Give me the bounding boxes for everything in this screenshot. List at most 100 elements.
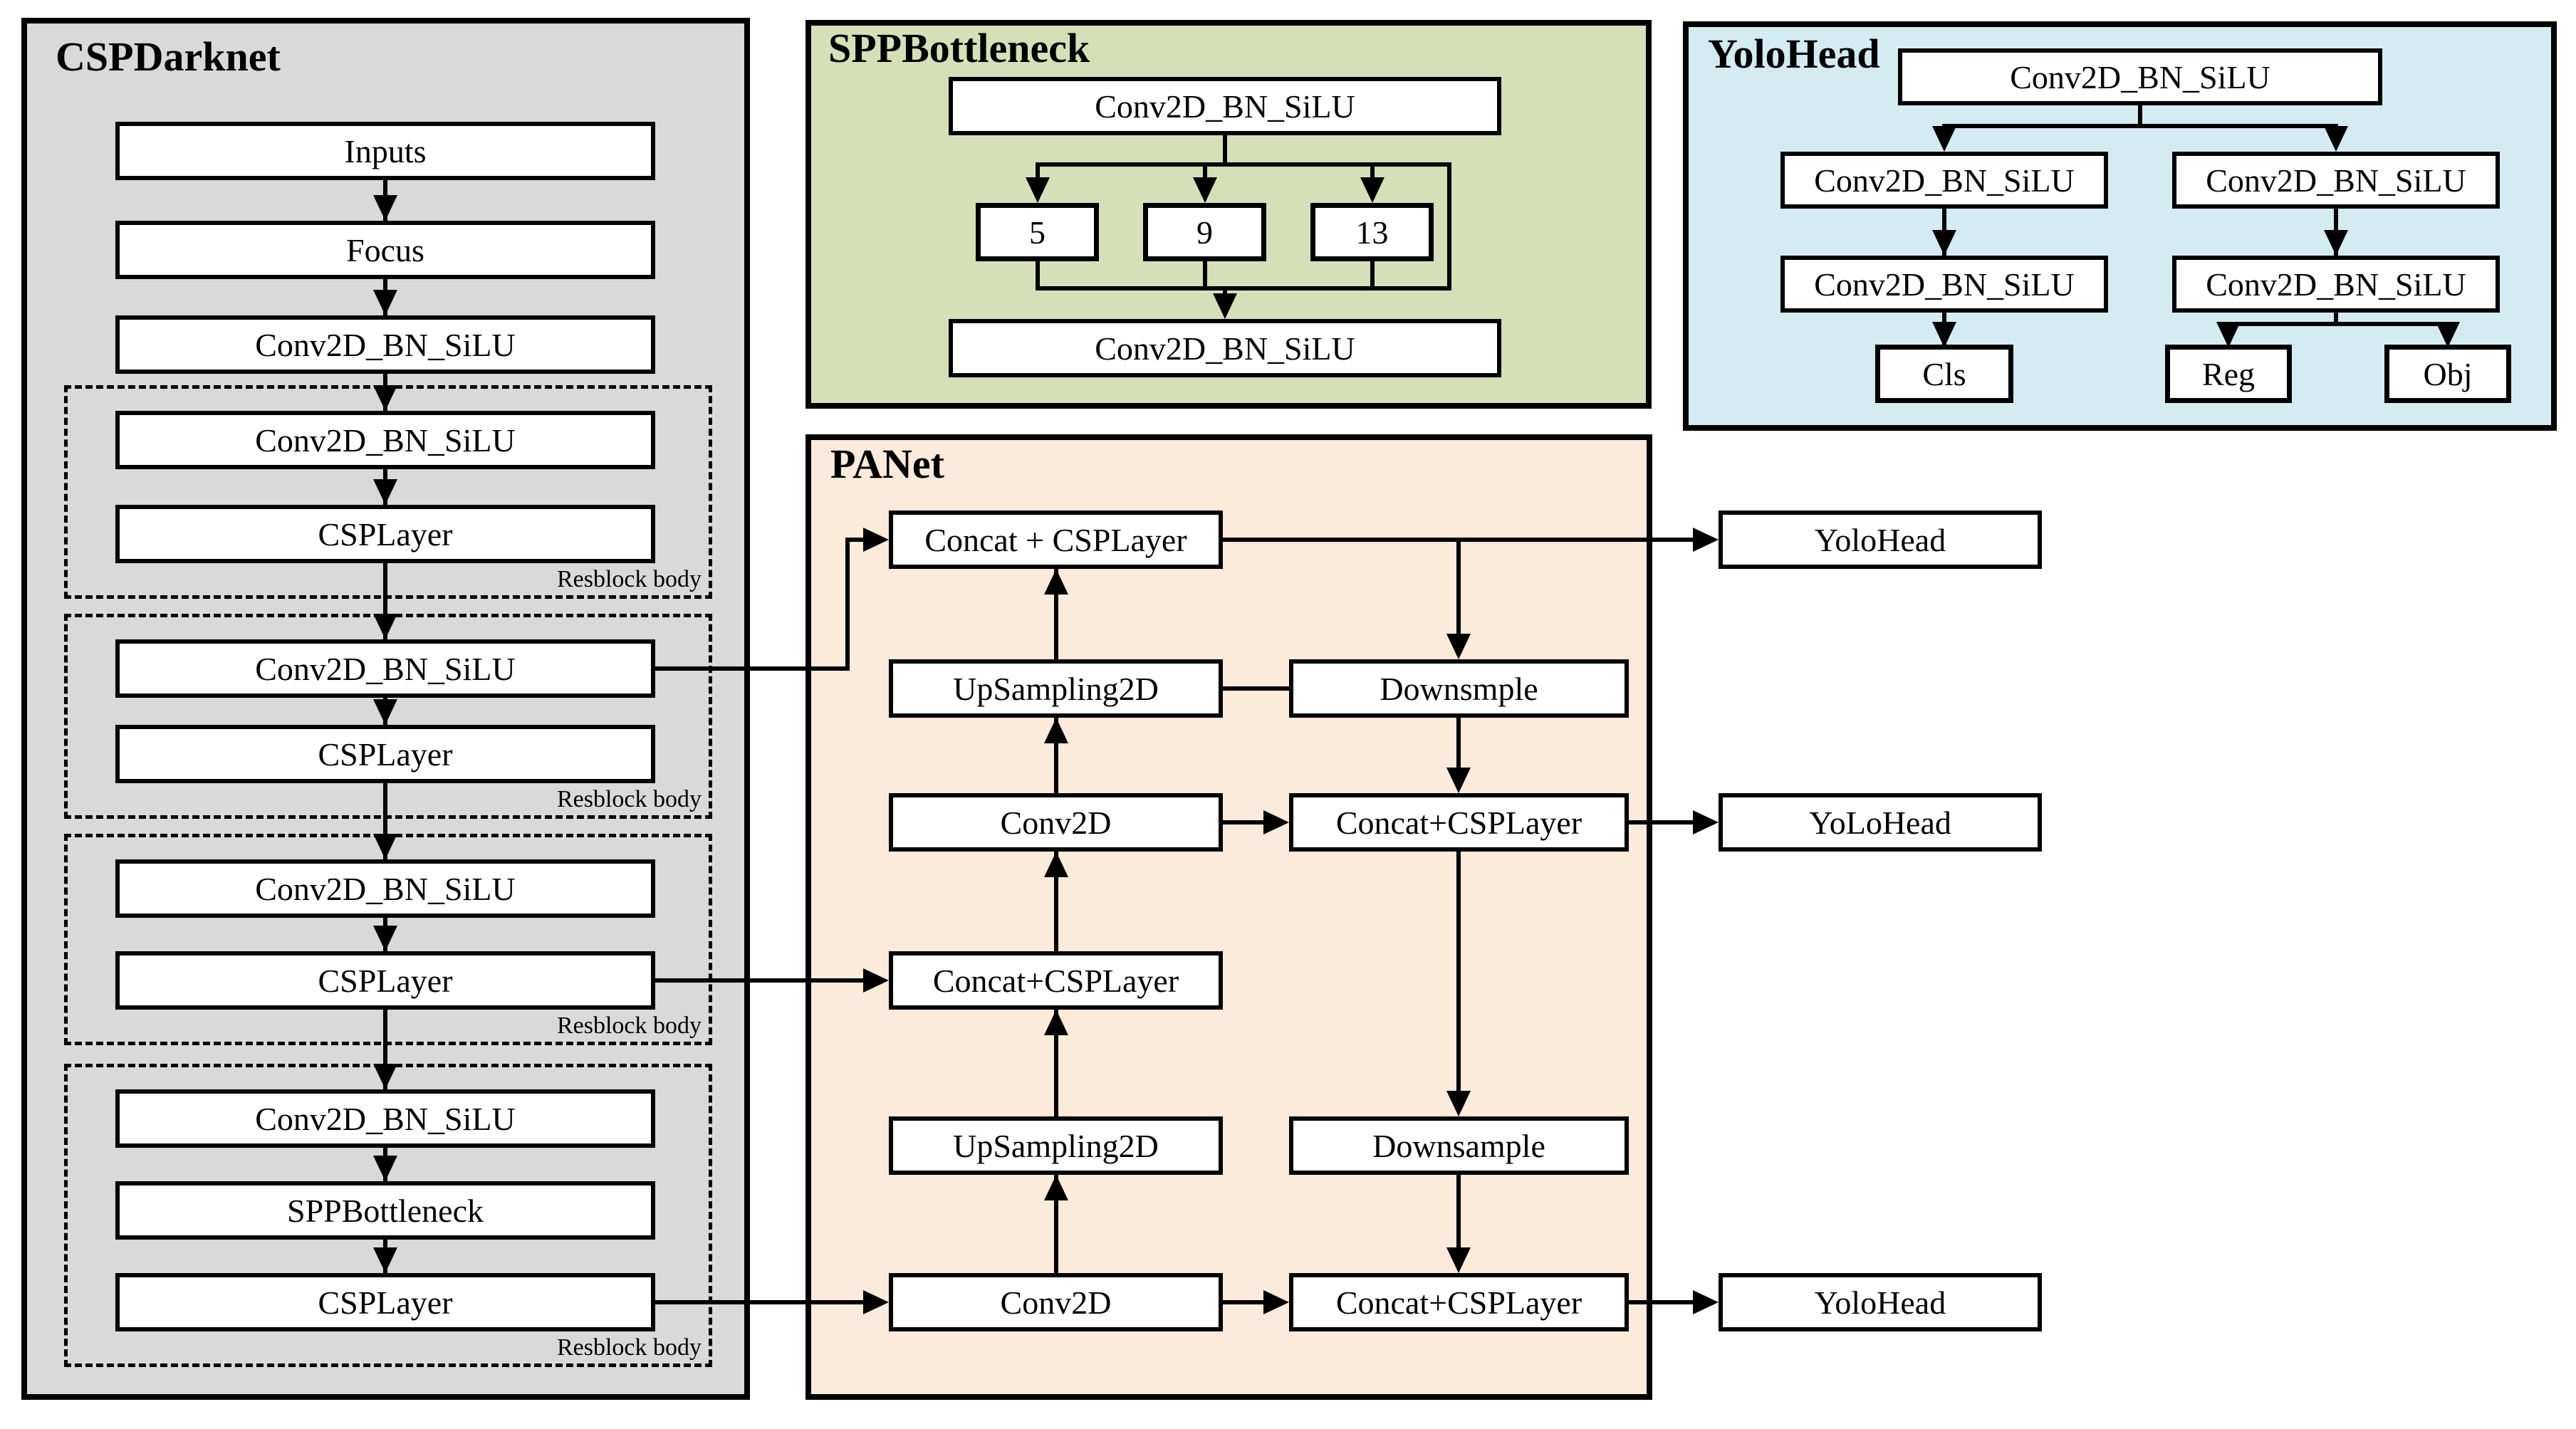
arrowhead-right	[1693, 810, 1719, 834]
yolohead-regobj-conv-1: Conv2D_BN_SiLU	[2172, 152, 2500, 209]
section-panet	[805, 434, 1652, 1400]
head-output-2: YoLoHead	[1719, 793, 2042, 852]
arrowhead-right	[1263, 810, 1289, 834]
resblock-label-2: Resblock body	[556, 786, 702, 812]
arrowhead-down	[373, 834, 397, 859]
backbone-node-conv-4: Conv2D_BN_SiLU	[115, 859, 655, 918]
backbone-node-focus: Focus	[115, 221, 655, 279]
spp-conv-out: Conv2D_BN_SiLU	[949, 319, 1501, 377]
arrowhead-down	[1360, 177, 1385, 203]
connector-line	[1942, 124, 2338, 128]
arrowhead-down	[1193, 177, 1217, 203]
arrowhead-right	[1693, 528, 1719, 552]
arrowhead-down	[373, 926, 397, 951]
connector-line	[2226, 322, 2450, 326]
arrowhead-down	[1026, 177, 1050, 203]
spp-conv-in: Conv2D_BN_SiLU	[949, 77, 1501, 135]
arrowhead-down	[2436, 322, 2460, 347]
connector-line	[1456, 1175, 1461, 1247]
arrowhead-up	[1044, 718, 1068, 743]
connector-line	[1223, 686, 1289, 691]
resblock-label-1: Resblock body	[556, 566, 702, 592]
arrowhead-right	[863, 528, 889, 552]
panet-node-concat-csplayer-r2: Concat+CSPLayer	[1289, 1273, 1629, 1331]
backbone-node-csplayer-2: CSPLayer	[115, 725, 655, 783]
arrowhead-down	[373, 699, 397, 725]
connector-line	[1370, 162, 1375, 178]
resblock-label-4: Resblock body	[556, 1334, 702, 1361]
panet-node-downsample-1: Downsmple	[1289, 659, 1629, 718]
connector-line	[655, 1300, 863, 1304]
connector-line	[2138, 105, 2142, 127]
arrowhead-right	[863, 968, 889, 993]
panet-node-upsampling2d-2: UpSampling2D	[889, 1116, 1223, 1175]
connector-line	[1036, 286, 1451, 290]
arrowhead-down	[373, 1156, 397, 1181]
backbone-node-csplayer-3: CSPLayer	[115, 951, 655, 1010]
connector-line	[1456, 852, 1461, 1091]
connector-line	[1054, 1010, 1058, 1116]
arrowhead-up	[1044, 1010, 1068, 1035]
arrowhead-down	[1213, 293, 1237, 319]
connector-line	[1036, 162, 1451, 167]
arrowhead-down	[2324, 126, 2348, 152]
arrowhead-up	[1044, 569, 1068, 595]
yolohead-title: YoloHead	[1708, 31, 1880, 77]
arrowhead-down	[373, 385, 397, 411]
panet-node-conv2d-2: Conv2D	[889, 1273, 1223, 1331]
arrowhead-down	[1446, 634, 1471, 659]
connector-line	[1036, 162, 1040, 178]
head-output-1: YoloHead	[1719, 511, 2042, 569]
connector-line	[1054, 718, 1058, 793]
arrowhead-down	[1932, 230, 1956, 256]
output-cls: Cls	[1875, 345, 2013, 403]
connector-line	[383, 1010, 387, 1089]
connector-line	[1456, 540, 1461, 634]
arrowhead-down	[373, 195, 397, 221]
arrowhead-down	[1932, 126, 1956, 152]
connector-line	[845, 538, 850, 671]
sppbottleneck-title: SPPBottleneck	[828, 25, 1090, 71]
yolohead-cls-conv-1: Conv2D_BN_SiLU	[1780, 152, 2108, 209]
spp-pool-5: 5	[976, 203, 1099, 261]
arrowhead-down	[2324, 230, 2348, 256]
yolohead-stem: Conv2D_BN_SiLU	[1898, 48, 2382, 105]
connector-line	[1629, 820, 1693, 825]
connector-line	[655, 978, 863, 983]
panet-node-conv2d-1: Conv2D	[889, 793, 1223, 852]
backbone-node-csplayer-1: CSPLayer	[115, 505, 655, 563]
arrowhead-up	[1044, 1175, 1068, 1200]
panet-node-upsampling2d-1: UpSampling2D	[889, 659, 1223, 718]
backbone-node-inputs: Inputs	[115, 122, 655, 180]
panet-node-concat-csplayer-r1: Concat+CSPLayer	[1289, 793, 1629, 852]
arrowhead-down	[1932, 322, 1956, 347]
spp-pool-9: 9	[1143, 203, 1266, 261]
panet-node-concat-csplayer-1: Concat + CSPLayer	[889, 511, 1223, 569]
connector-line	[845, 538, 865, 542]
arrowhead-down	[373, 1064, 397, 1089]
connector-line	[1036, 261, 1040, 290]
connector-line	[383, 563, 387, 639]
backbone-node-csplayer-4: CSPLayer	[115, 1273, 655, 1331]
backbone-node-conv-1: Conv2D_BN_SiLU	[115, 315, 655, 374]
arrowhead-right	[1263, 1290, 1289, 1314]
arrowhead-down	[373, 479, 397, 505]
spp-pool-13: 13	[1310, 203, 1434, 261]
connector-line	[1203, 162, 1207, 178]
head-output-3: YoloHead	[1719, 1273, 2042, 1331]
arrowhead-down	[373, 1247, 397, 1273]
yolohead-cls-conv-2: Conv2D_BN_SiLU	[1780, 256, 2108, 313]
connector-line	[1223, 286, 1227, 295]
output-obj: Obj	[2384, 345, 2511, 403]
connector-line	[1223, 135, 1227, 162]
arrowhead-down	[373, 290, 397, 315]
panet-node-downsample-2: Downsample	[1289, 1116, 1629, 1175]
connector-line	[1447, 162, 1451, 290]
arrowhead-right	[1693, 1290, 1719, 1314]
yolohead-regobj-conv-2: Conv2D_BN_SiLU	[2172, 256, 2500, 313]
panet-node-concat-csplayer-2: Concat+CSPLayer	[889, 951, 1223, 1010]
cspdarknet-title: CSPDarknet	[56, 33, 281, 80]
connector-line	[1054, 569, 1058, 659]
arrowhead-up	[1044, 852, 1068, 877]
